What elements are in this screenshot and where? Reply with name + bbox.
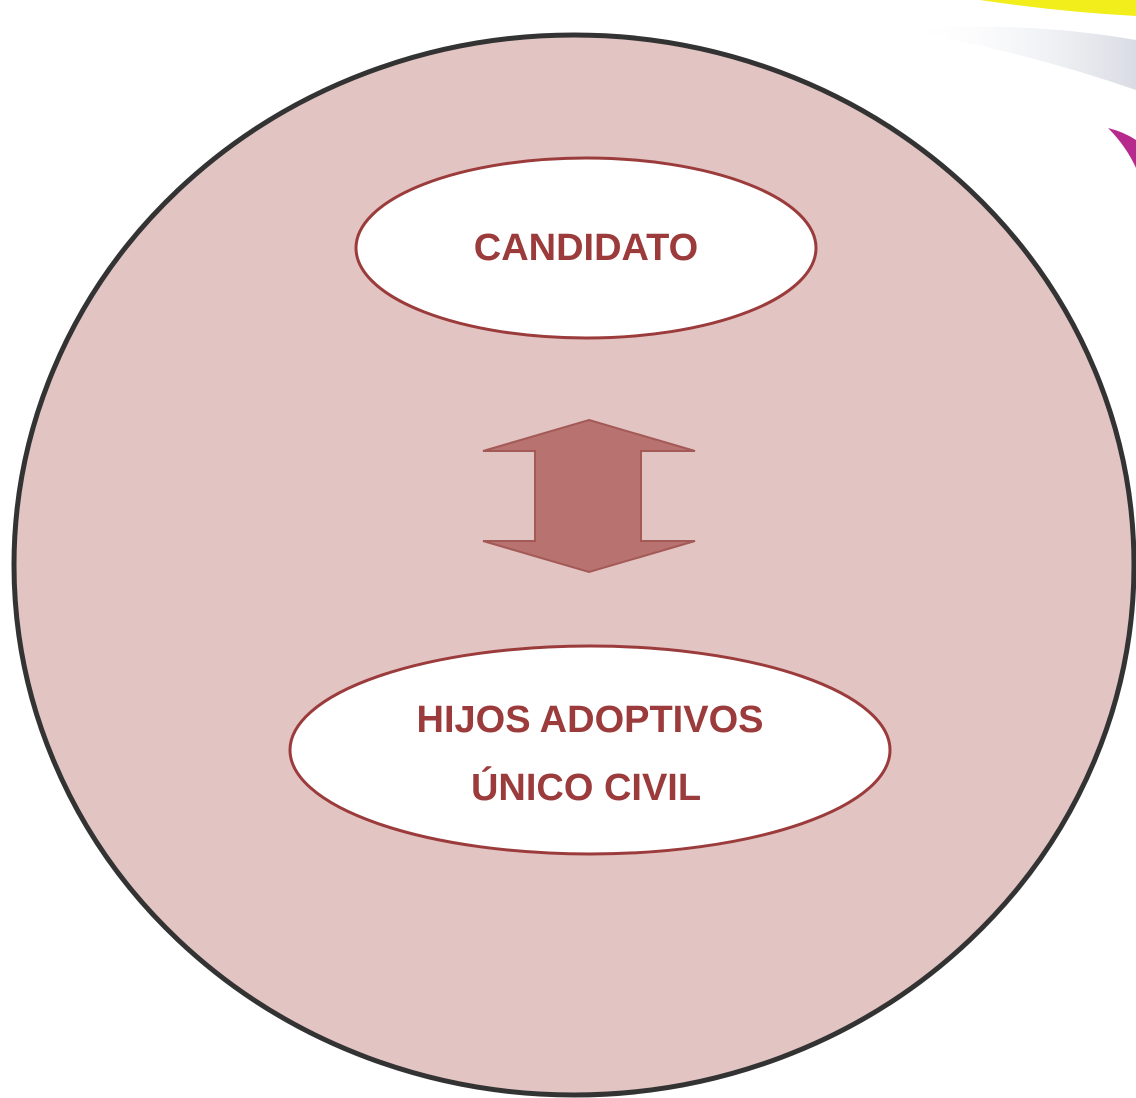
unico-civil-label: ÚNICO CIVIL: [471, 765, 701, 809]
candidato-ellipse: [354, 156, 818, 340]
double-arrow-icon: [482, 418, 696, 574]
swoosh-yellow: [980, 0, 1136, 16]
hijos-adoptivos-label: HIJOS ADOPTIVOS: [417, 699, 764, 741]
swoosh-magenta: [1108, 128, 1136, 168]
candidato-node: CANDIDATO: [354, 156, 818, 340]
candidato-label: CANDIDATO: [474, 227, 698, 269]
swoosh-light: [900, 26, 1136, 91]
hijos-adoptivos-node: HIJOS ADOPTIVOS ÚNICO CIVIL: [288, 644, 892, 856]
decorative-swoosh: [900, 0, 1136, 168]
hijos-adoptivos-ellipse: [288, 644, 892, 856]
